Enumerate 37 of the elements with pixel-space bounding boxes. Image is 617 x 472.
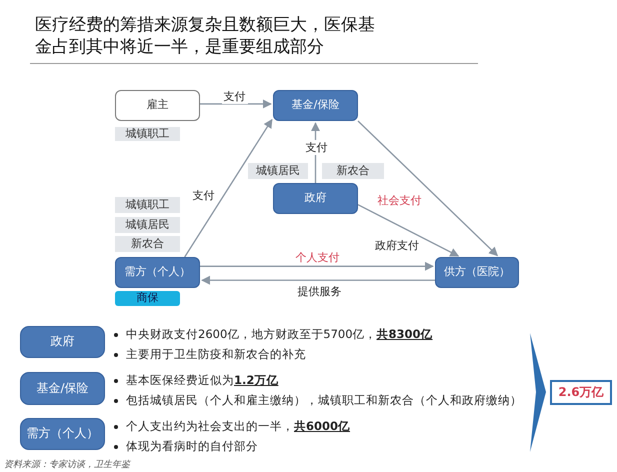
edge-label: 支付 bbox=[304, 140, 330, 155]
tag-label: 城镇居民 bbox=[115, 217, 180, 233]
entity-box: 基金/保险 bbox=[273, 90, 358, 121]
tag-label: 新农合 bbox=[322, 163, 384, 179]
entity-box: 需方（个人） bbox=[115, 257, 200, 288]
category-box: 基金/保险 bbox=[20, 372, 105, 405]
category-box: 需方（个人） bbox=[20, 418, 105, 450]
entity-box: 政府 bbox=[273, 183, 358, 214]
category-box: 政府 bbox=[20, 326, 105, 358]
tag-label: 城镇居民 bbox=[248, 163, 308, 179]
total-box: 2.6万亿 bbox=[550, 380, 612, 405]
edge-label: 政府支付 bbox=[373, 238, 422, 254]
title: 医疗经费的筹措来源复杂且数额巨大，医保基金占到其中将近一半，是重要组成部分 bbox=[35, 14, 376, 58]
tag-label: 城镇职工 bbox=[115, 127, 180, 141]
tag-label: 商保 bbox=[115, 291, 180, 306]
edge-label: 社会支付 bbox=[376, 193, 424, 208]
bullet-text: 个人支出约为社会支出的一半，共6000亿 bbox=[126, 419, 350, 434]
edge-label: 提供服务 bbox=[296, 284, 344, 300]
entity-box: 雇主 bbox=[115, 90, 200, 121]
arrow bbox=[358, 120, 498, 256]
arrow bbox=[200, 262, 434, 271]
bullet-text: 包括城镇居民（个人和雇主缴纳），城镇职工和新农合（个人和政府缴纳） bbox=[126, 393, 522, 408]
tag-label: 新农合 bbox=[115, 236, 180, 252]
tag-label: 城镇职工 bbox=[115, 197, 180, 213]
bullet-text: 中央财政支付2600亿，地方财政至于5700亿，共8300亿 bbox=[126, 327, 433, 342]
bullet-text: 主要用于卫生防疫和新农合的补充 bbox=[126, 347, 306, 362]
source-note: 资料来源：专家访谈，卫生年鉴 bbox=[4, 458, 130, 471]
arrow bbox=[184, 118, 272, 258]
edge-label: 个人支付 bbox=[294, 250, 342, 266]
entity-box: 供方（医院） bbox=[435, 257, 519, 288]
edge-label: 支付 bbox=[222, 88, 248, 104]
arrow bbox=[358, 204, 460, 257]
arrow bbox=[200, 99, 272, 108]
bullet-text: 基本医保经费近似为1.2万亿 bbox=[126, 373, 278, 388]
edge-label: 支付 bbox=[190, 188, 216, 204]
bullet-text: 体现为看病时的自付部分 bbox=[126, 439, 258, 454]
arrow bbox=[201, 276, 435, 285]
